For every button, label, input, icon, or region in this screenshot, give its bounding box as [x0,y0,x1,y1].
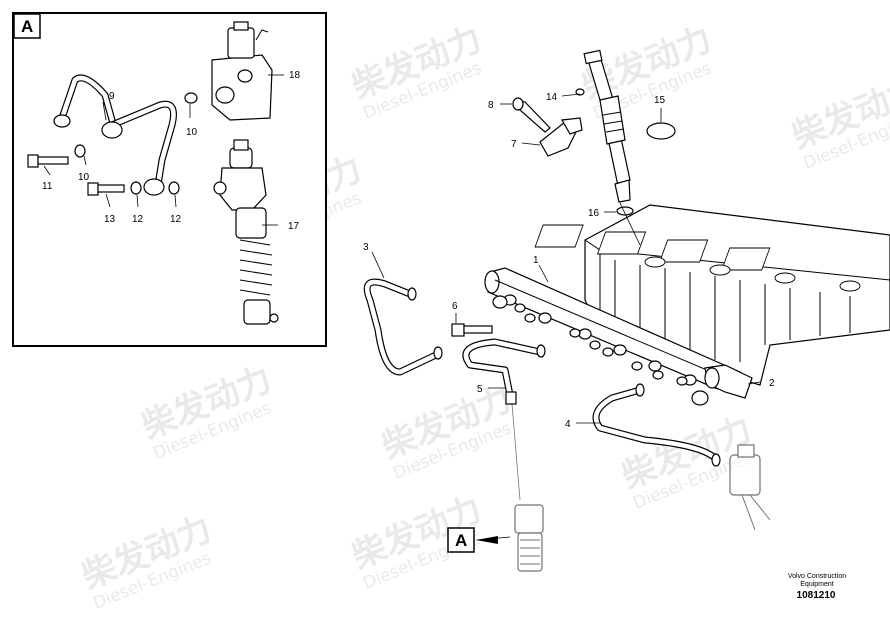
fuel-pipe-5 [462,338,546,405]
detail-callout-a: A [447,527,498,553]
detail-box-letter: A [21,17,33,36]
washer-12 [130,181,142,195]
label-13: 13 [104,214,116,225]
label-10: 10 [186,127,198,138]
label-18: 18 [289,70,301,81]
fuel-pipe-4 [592,383,721,467]
label-15: 15 [654,95,666,106]
label-2: 2 [769,378,775,389]
screw-11 [27,154,39,168]
label-6: 6 [452,301,458,312]
injector-clamp [539,117,583,157]
sealing-washer [184,92,198,104]
label-12: 12 [170,214,182,225]
drawing-number: 1081210 [797,590,836,601]
label-1: 1 [533,255,539,266]
callout-letter: A [455,531,467,550]
injection-pump-reference [511,403,544,572]
manufacturer-line-2: Equipment [800,581,834,588]
washer-10 [74,144,86,158]
injector-seal-washer [616,206,634,216]
label-4: 4 [565,419,571,430]
callout-arrow-icon [476,536,498,544]
detail-view-a: A [12,12,327,347]
injection-pump-ghost [729,444,771,531]
injector [575,49,631,203]
unit-injector-pump [213,139,279,325]
clamp-screw [512,97,551,133]
label-7: 7 [511,139,517,150]
fuel-pipe-3 [363,278,443,376]
label-11: 11 [42,181,53,192]
bolt-13 [87,182,99,196]
washer-12 [168,181,180,195]
label-14: 14 [546,92,558,103]
o-ring [646,122,676,140]
manufacturer-line-1: Volvo Construction [788,573,846,580]
label-3: 3 [363,242,369,253]
cylinder-head [534,204,890,386]
label-8: 8 [488,100,494,111]
label-12: 12 [132,214,144,225]
pump-valve-block [211,21,273,121]
banjo-bolt [451,323,493,337]
label-10: 10 [78,172,90,183]
fuel-rail [484,267,753,406]
label-16: 16 [588,208,600,219]
label-17: 17 [288,221,300,232]
label-9: 9 [109,91,115,102]
label-5: 5 [477,384,483,395]
